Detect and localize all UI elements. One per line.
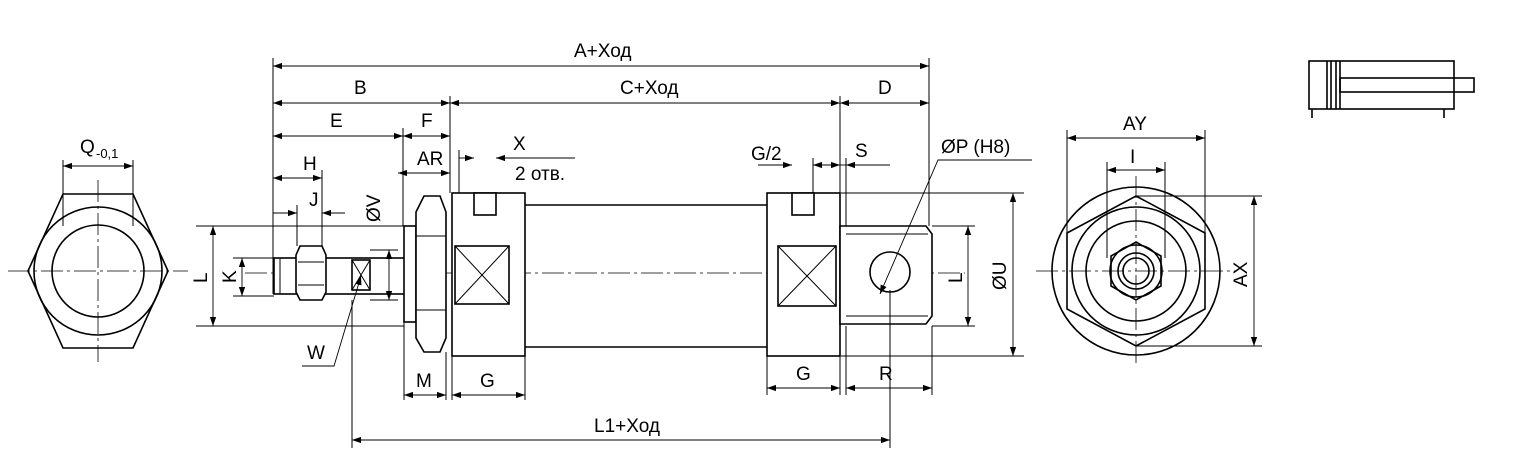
label-k: K	[220, 270, 241, 283]
label-q: Q	[80, 137, 95, 158]
side-view: A+Ход B C+Ход D E F X 2 отв. AR H J ØV G…	[191, 41, 1032, 448]
label-c-stroke: C+Ход	[620, 78, 679, 99]
label-ar: AR	[417, 149, 443, 170]
label-g-left: G	[480, 371, 495, 392]
cylinder-pictogram	[1308, 60, 1475, 118]
front-nut	[415, 195, 447, 353]
label-l1-stroke: L1+Ход	[594, 416, 660, 437]
rear-clevis	[839, 225, 933, 325]
label-e: E	[330, 111, 343, 132]
label-i: I	[1130, 147, 1135, 168]
label-w: W	[307, 343, 325, 364]
label-f: F	[421, 111, 433, 132]
label-h: H	[303, 154, 317, 175]
label-dia-v: ØV	[364, 194, 385, 222]
label-g-right: G	[796, 364, 811, 385]
front-cap	[451, 192, 526, 357]
label-d: D	[878, 78, 892, 99]
label-ay: AY	[1123, 114, 1147, 135]
front-washer	[403, 225, 417, 323]
label-ax: AX	[1231, 261, 1252, 287]
label-s: S	[855, 141, 868, 162]
left-end-view: Q -0,1	[8, 137, 188, 362]
label-m: M	[416, 371, 432, 392]
label-j: J	[309, 190, 319, 211]
label-q-tolerance: -0,1	[96, 146, 118, 161]
label-l-right: L	[946, 272, 967, 283]
piston-rod	[273, 257, 407, 295]
label-a-stroke: A+Ход	[574, 41, 631, 62]
label-r: R	[879, 364, 893, 385]
label-dia-u: ØU	[990, 262, 1011, 291]
rear-port	[791, 192, 815, 216]
label-l-left: L	[191, 272, 212, 283]
right-end-view: AY I AX	[1036, 114, 1262, 366]
label-b: B	[354, 78, 367, 99]
front-port	[473, 192, 497, 216]
label-holes: 2 отв.	[515, 164, 565, 185]
label-dia-p: ØP (H8)	[941, 137, 1010, 158]
label-x: X	[513, 134, 526, 155]
rod-nut	[295, 245, 327, 301]
label-g-half: G/2	[751, 144, 782, 165]
